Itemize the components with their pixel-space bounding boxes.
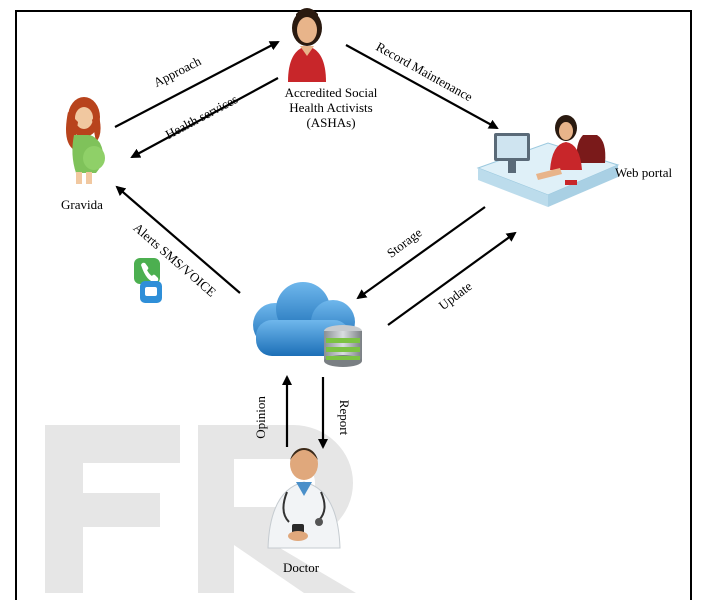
asha-label-line1: Accredited Social bbox=[284, 85, 378, 100]
report-label: Report bbox=[337, 399, 353, 436]
gravida-label: Gravida bbox=[61, 197, 103, 212]
web-portal-label: Web portal bbox=[615, 165, 673, 180]
arrow-health-services bbox=[130, 77, 279, 158]
arrow-record-maintenance bbox=[345, 44, 499, 129]
asha-label: Accredited Social Health Activists (ASHA… bbox=[271, 85, 391, 131]
doctor-label: Doctor bbox=[283, 560, 320, 575]
arrow-storage bbox=[356, 206, 486, 300]
arrow-update bbox=[387, 231, 517, 326]
arrow-approach bbox=[114, 41, 280, 128]
diagram-frame bbox=[15, 10, 692, 600]
asha-label-line3: (ASHAs) bbox=[306, 114, 356, 130]
opinion-label: Opinion bbox=[252, 396, 268, 439]
asha-label-line2: Health Activists bbox=[289, 99, 373, 115]
arrow-alerts bbox=[115, 185, 241, 294]
